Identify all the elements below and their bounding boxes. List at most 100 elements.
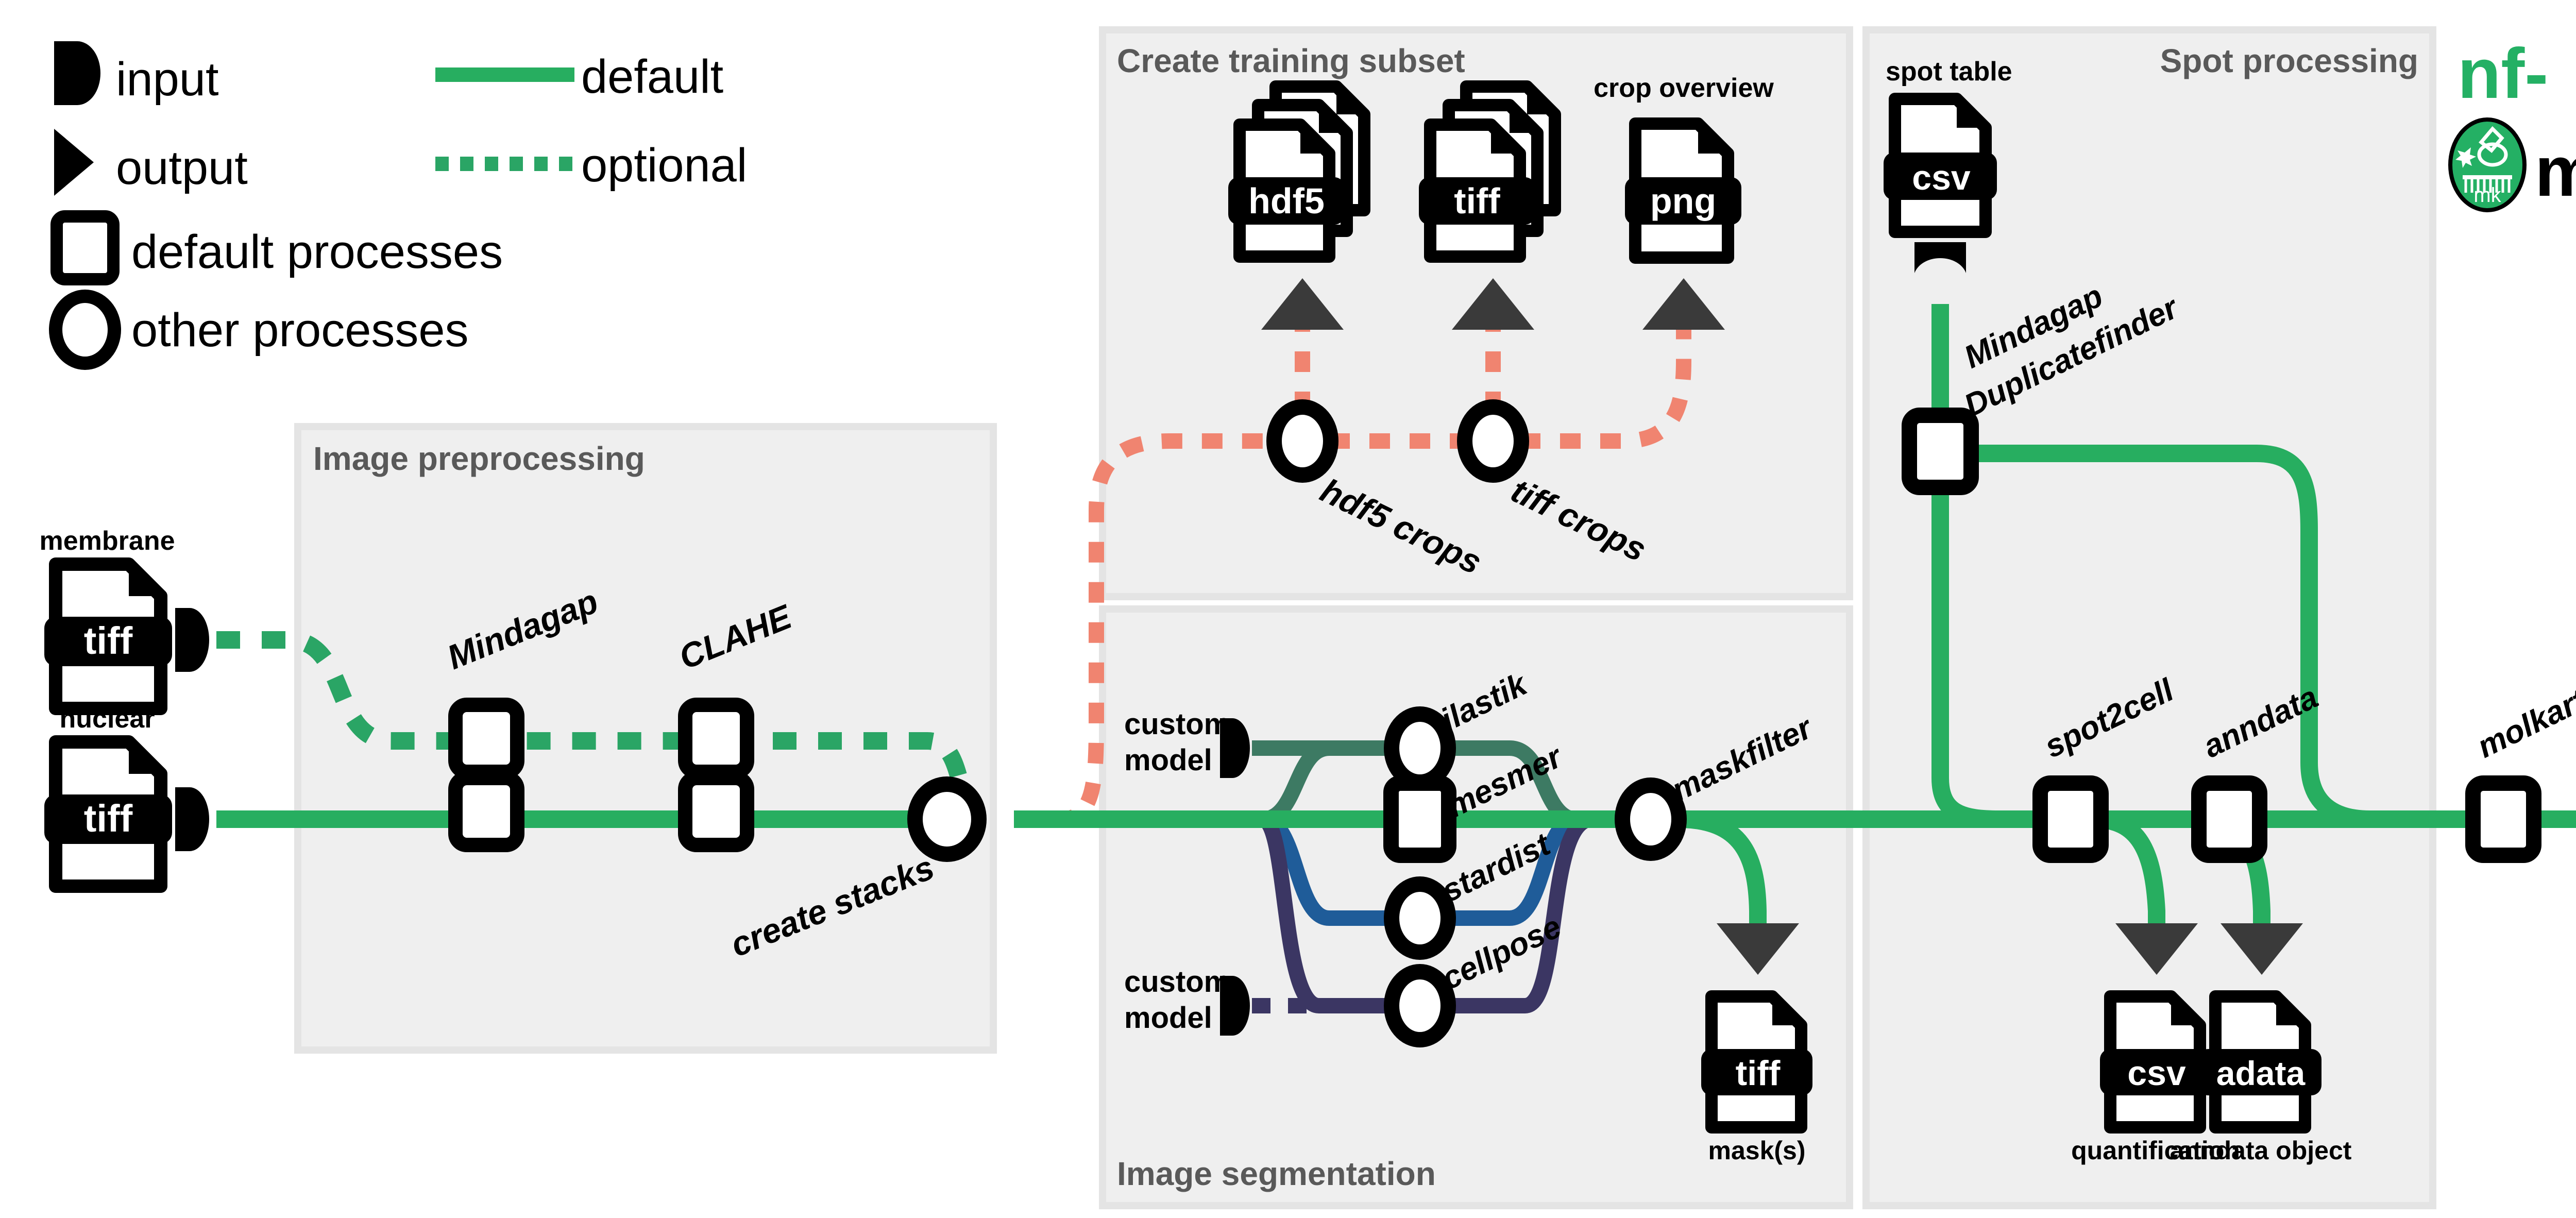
file-icon-band [44,617,172,666]
process-square [2191,775,2267,863]
badge-microscope-glyph [2477,126,2508,167]
process-circle [1384,964,1456,1047]
edge-spot2cell-to-quantification [2093,810,2165,933]
custom-model-top: custom model [1124,707,1250,778]
process-mindagap-duplicatefinder[interactable]: Mindagap Duplicatefinder [1902,278,2184,495]
legend-item-default-process: default processes [50,210,503,285]
process-square [2465,775,2541,863]
process-anndata[interactable]: anndata [2191,679,2324,863]
process-circle [1384,876,1456,960]
output-arrow-icon [54,129,94,196]
process-create-stacks-label: create stacks [725,848,940,964]
square-process-icon [50,210,120,285]
logo-pipeline-name: molkart [2535,132,2576,211]
process-square-front [678,771,754,852]
process-clahe[interactable]: CLAHE [674,597,798,852]
process-tiff-crops-label: tiff crops [1505,471,1652,569]
input-nuclear-label: nuclear [60,704,155,734]
file-icon-fold [1957,99,1986,128]
input-membrane-label: membrane [40,526,175,556]
legend-line-optional: optional [435,139,747,192]
edge-maskfilter-to-masks [1678,810,1767,933]
file-stack-back1-fold [1510,105,1537,133]
process-mindagap[interactable]: Mindagap [442,582,603,852]
legend-item-output: output [54,129,248,196]
output-file-hdf5-crops: hdf5 [1228,80,1370,263]
legend-item-other-process: other processes [49,290,469,370]
file-icon-band [1419,177,1535,225]
process-maskfilter[interactable]: maskfilter [1615,709,1819,861]
output-file-masks: tiff mask(s) [1701,990,1812,1165]
process-hdf5-crops[interactable]: hdf5 crops [1266,399,1488,581]
process-square [2032,775,2109,863]
input-spot-table-label: spot table [1886,57,2012,87]
input-membrane-filetype: tiff [84,619,133,662]
badge-mk-text: mk [2473,184,2501,207]
input-file-spot-table: spot table csv [1884,57,2012,238]
process-circle [907,776,987,862]
input-connector-nuclear [175,787,209,851]
arrowhead-up-hdf5 [1261,278,1344,330]
circle-process-icon [49,290,121,370]
panel-title-training-subset: Create training subset [1117,42,1465,79]
input-connector-membrane [175,608,209,672]
output-anndata-filetype: adata [2216,1054,2306,1092]
process-spot2cell[interactable]: spot2cell [2032,672,2180,863]
file-stack-front-fold [1300,125,1329,154]
process-square [1383,775,1456,863]
output-anndata-label: anndata object [2170,1136,2352,1165]
panel-title-segmentation: Image segmentation [1117,1155,1436,1192]
custom-model-top-line2: model [1124,743,1212,777]
file-icon-fold [1698,124,1728,154]
arrowhead-up-tiff [1452,278,1534,330]
file-icon-fold [1772,996,1801,1025]
file-stack-back2-fold [1336,87,1364,114]
legend-default-line-label: default [581,50,723,103]
file-icon-band [1228,177,1345,225]
panel-title-spot-processing: Spot processing [2160,42,2418,79]
process-ilastik-label: ilastik [1435,666,1534,738]
process-molkartqc[interactable]: molkartqc [2465,666,2576,863]
input-spot-table-filetype: csv [1912,158,1971,197]
molkart-badge-icon: mk [2448,117,2527,212]
file-icon-band [1884,153,1997,200]
process-create-stacks[interactable]: create stacks [725,776,987,964]
custom-model-bottom: custom model [1124,965,1250,1036]
file-icon-fold [2276,996,2305,1025]
edge-createstacks-to-crops [1014,433,1276,827]
process-square-back [678,698,754,779]
process-square [1902,408,1979,495]
file-stack-back2-fold [1527,87,1555,114]
output-file-anndata-object: adata anndata object [2170,990,2352,1165]
file-icon-fold [129,564,161,596]
edge-cellpose-branch [1260,811,1391,1013]
badge-grating-lines [2464,179,2511,193]
process-spot2cell-label: spot2cell [2039,672,2180,765]
file-stack-front-fold [1491,125,1520,154]
arrowhead-down-adata [2221,923,2303,975]
edge-membrane-optional [216,631,747,750]
input-file-membrane: membrane tiff [40,526,175,715]
process-square-back [448,698,524,779]
output-file-quantification: csv quantification [2071,990,2240,1165]
edge-duplicatefinder-down-to-backbone [1931,453,2050,828]
process-circle [1457,399,1529,483]
file-icon-band [2198,1049,2321,1095]
legend-line-default: default [435,50,723,103]
process-tiff-crops[interactable]: tiff crops [1457,399,1652,569]
input-connector-spot-table [1914,242,1966,273]
custom-model-bottom-line2: model [1124,1001,1212,1035]
output-png-filetype: png [1650,181,1716,221]
legend-input-label: input [116,53,219,106]
output-tiff-filetype: tiff [1454,181,1500,221]
panel-title-preprocessing: Image preprocessing [313,440,645,477]
output-masks-label: mask(s) [1708,1136,1806,1165]
input-connector-custom-model-top [1220,718,1250,778]
process-circle [1266,399,1338,483]
logo-nf-prefix: nf- [2458,34,2548,113]
file-icon-band [2100,1049,2211,1095]
file-icon-band [1625,177,1741,225]
badge-grating [2463,175,2512,179]
